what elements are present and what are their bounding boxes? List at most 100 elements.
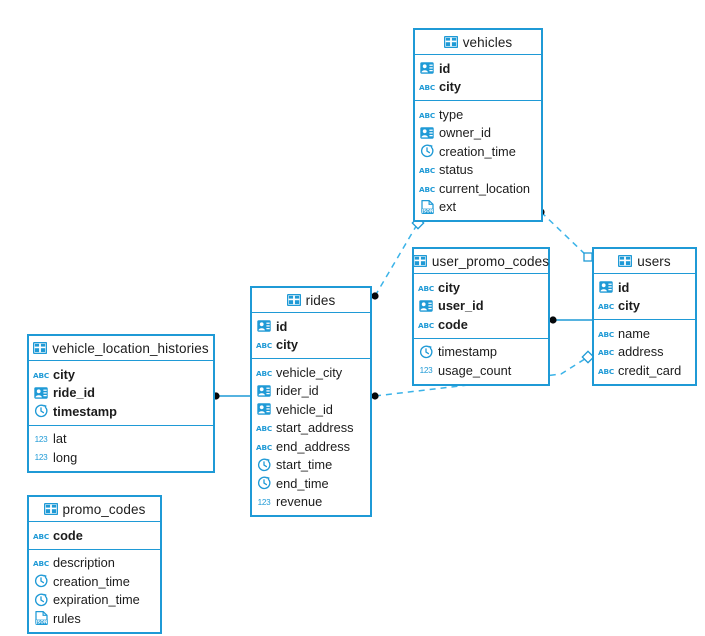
column-field-current_location[interactable]: ABC current_location	[415, 179, 541, 198]
abc-string-icon: ABC	[418, 320, 434, 330]
field-name: code	[438, 316, 468, 332]
column-field-vehicle_id[interactable]: vehicle_id	[252, 400, 370, 419]
table-header-vehicles[interactable]: vehicles	[415, 30, 541, 55]
123-number-icon: 123	[34, 434, 48, 444]
abc-string-icon: ABC	[598, 329, 614, 339]
field-name: city	[439, 79, 462, 95]
abc-string-icon: ABC	[256, 341, 272, 351]
relationship-vehicle-location-histories-to-rides[interactable]	[212, 392, 250, 400]
clock-icon	[34, 593, 48, 607]
column-field-name[interactable]: ABC name	[594, 324, 695, 343]
column-field-type[interactable]: ABC type	[415, 105, 541, 124]
table-title: user_promo_codes	[431, 253, 550, 269]
uuid-id-card-icon	[420, 126, 434, 140]
field-name: name	[618, 325, 651, 341]
column-field-owner_id[interactable]: owner_id	[415, 124, 541, 143]
primary-key-field-code[interactable]: ABC code	[414, 315, 548, 334]
field-name: id	[276, 318, 288, 334]
column-field-creation_time[interactable]: creation_time	[29, 572, 160, 591]
primary-key-field-id[interactable]: id	[594, 278, 695, 297]
primary-key-field-id[interactable]: id	[252, 317, 370, 336]
table-header-users[interactable]: users	[594, 249, 695, 274]
primary-key-field-id[interactable]: id	[415, 59, 541, 78]
column-field-address[interactable]: ABC address	[594, 343, 695, 362]
primary-key-field-user_id[interactable]: user_id	[414, 297, 548, 316]
field-name: current_location	[439, 180, 531, 196]
relationship-rides-to-users[interactable]	[371, 350, 595, 400]
abc-string-icon: ABC	[256, 368, 272, 378]
column-field-rider_id[interactable]: rider_id	[252, 382, 370, 401]
table-header-vehicle_location_histories[interactable]: vehicle_location_histories	[29, 336, 213, 361]
primary-key-field-ride_id[interactable]: ride_id	[29, 384, 213, 403]
field-name: vehicle_city	[276, 364, 343, 380]
field-name: long	[53, 449, 78, 465]
clock-icon	[257, 476, 271, 490]
svg-text:JSON: JSON	[421, 208, 434, 214]
uuid-id-card-icon	[257, 384, 271, 398]
json-file-icon: JSON	[34, 611, 48, 626]
primary-key-field-timestamp[interactable]: timestamp	[29, 402, 213, 421]
many-endpoint-dot	[371, 292, 379, 300]
abc-string-icon: ABC	[419, 184, 435, 194]
column-field-end_time[interactable]: end_time	[252, 474, 370, 493]
table-grid-icon	[33, 341, 48, 355]
abc-string-icon: ABC	[256, 442, 272, 452]
column-field-start_time[interactable]: start_time	[252, 456, 370, 475]
field-name: type	[439, 106, 464, 122]
field-name: owner_id	[439, 125, 491, 141]
field-name: address	[618, 344, 664, 360]
abc-string-icon: ABC	[256, 424, 272, 434]
table-title: users	[637, 253, 671, 269]
many-endpoint-dot	[371, 392, 379, 400]
column-field-creation_time[interactable]: creation_time	[415, 142, 541, 161]
column-field-timestamp[interactable]: timestamp	[414, 343, 548, 362]
field-name: usage_count	[438, 362, 512, 378]
one-endpoint-square	[583, 252, 593, 262]
many-endpoint-dot	[549, 316, 557, 324]
field-name: rider_id	[276, 383, 319, 399]
column-field-expiration_time[interactable]: expiration_time	[29, 591, 160, 610]
table-grid-icon	[618, 254, 633, 268]
field-name: city	[53, 366, 76, 382]
relationship-user-promo-codes-to-users[interactable]	[549, 316, 592, 324]
table-header-user_promo_codes[interactable]: user_promo_codes	[412, 249, 550, 274]
uuid-id-card-icon	[419, 299, 433, 313]
abc-string-icon: ABC	[419, 110, 435, 120]
field-name: description	[53, 555, 115, 571]
table-header-promo_codes[interactable]: promo_codes	[29, 497, 160, 522]
table-header-rides[interactable]: rides	[252, 288, 370, 313]
abc-string-icon: ABC	[33, 531, 49, 541]
column-field-vehicle_city[interactable]: ABC vehicle_city	[252, 363, 370, 382]
clock-icon	[34, 404, 48, 418]
abc-string-icon: ABC	[598, 348, 614, 358]
